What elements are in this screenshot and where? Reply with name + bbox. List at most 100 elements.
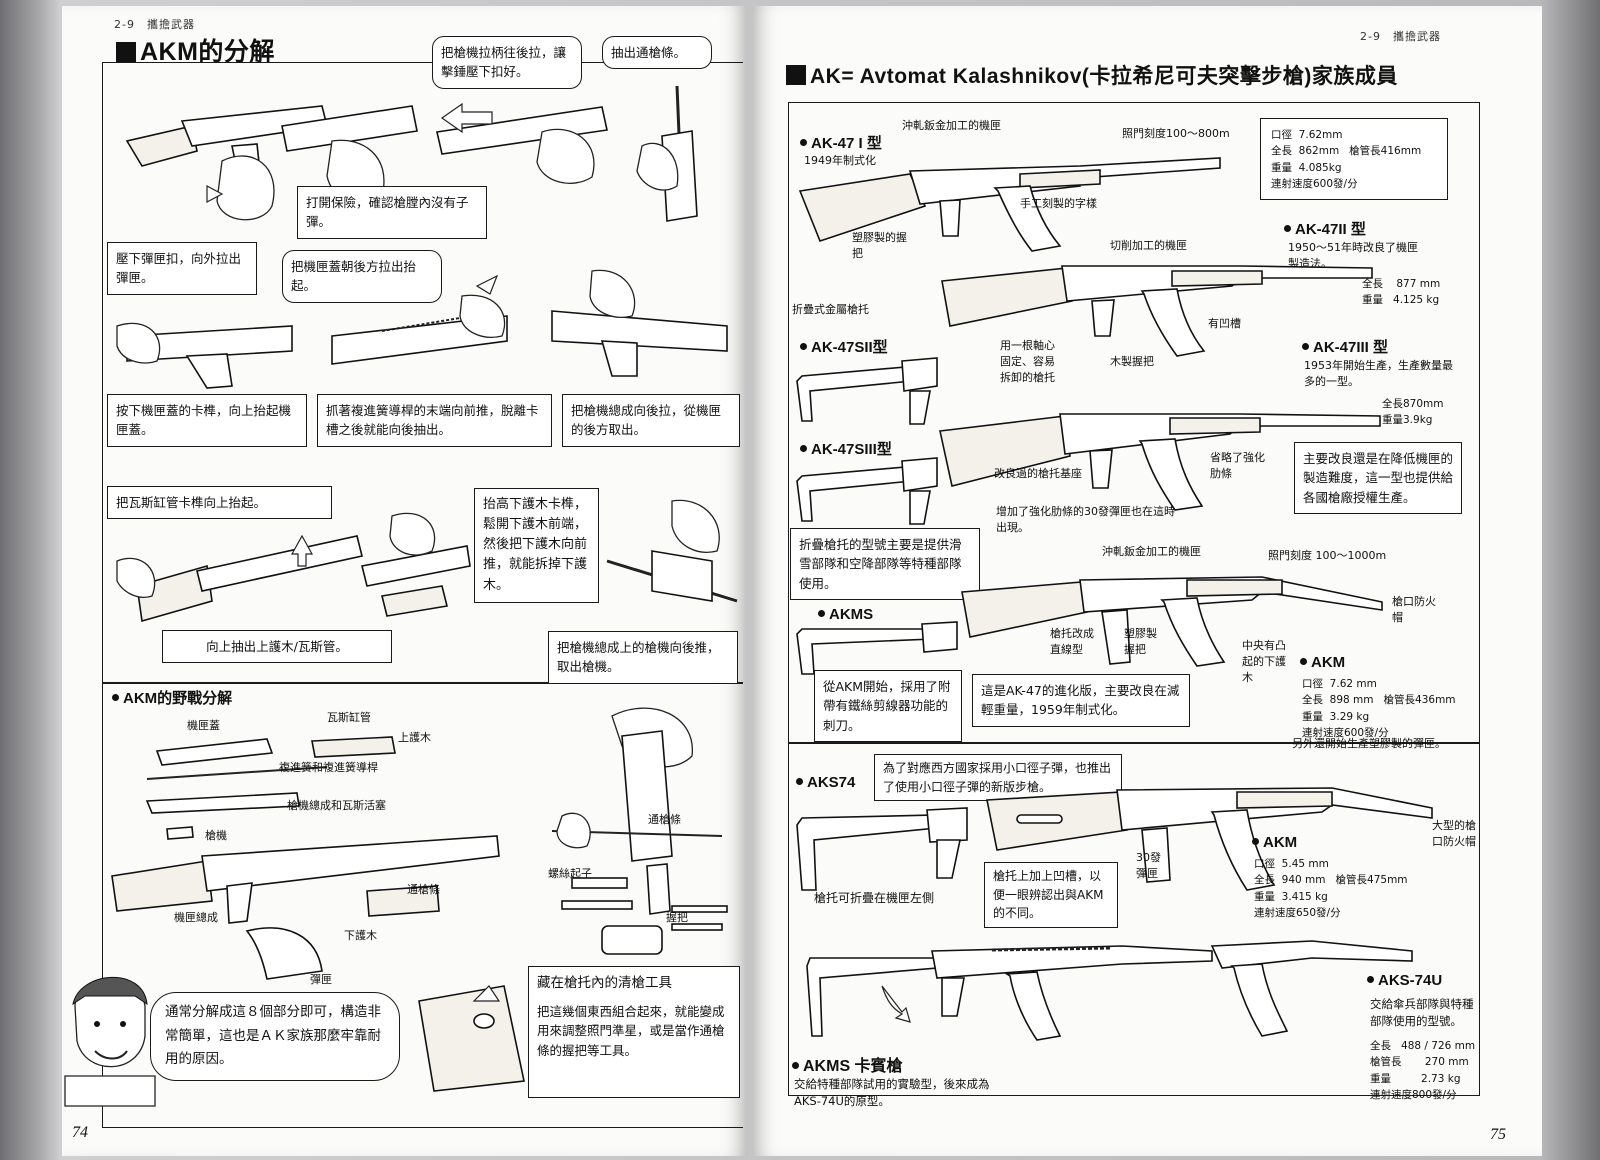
akm-762-name: AKM	[1300, 654, 1345, 671]
part-label-magazine: 彈匣	[310, 973, 332, 986]
illus-field-strip-parts	[111, 736, 500, 980]
akm-545-spec: 口徑 5.45 mm 全長 940 mm 槍管長475mm 重量 3.415 k…	[1254, 858, 1408, 919]
cleaning-kit-title: 藏在槍托內的清槍工具	[537, 975, 672, 991]
bullet-icon	[1367, 976, 1374, 983]
illus-bolt-carrier	[551, 269, 728, 377]
illus-akms-stock	[796, 621, 958, 675]
akms-bayonet-box: 從AKM開始，採用了附帶有鐵絲剪線器功能的刺刀。	[814, 670, 962, 743]
ak47-3-ann-magazine: 增加了強化肋條的30發彈匣也在這時出現。	[996, 505, 1175, 534]
aks74u-desc: 交給傘兵部隊與特種部隊使用的型號。	[1370, 997, 1474, 1028]
illus-ak47s2	[796, 357, 938, 425]
illus-cleaning-rod	[636, 85, 698, 222]
title-square-icon	[786, 65, 806, 85]
step-lift-dust-cover: 把機匣蓋朝後方拉出抬起。	[282, 250, 442, 303]
left-page-title: AKM的分解	[116, 32, 275, 68]
aks74u-spec: 全長 488 / 726 mm 槍管長 270 mm 重量 2.73 kg 連射…	[1370, 1040, 1476, 1101]
part-label-cleaning-rod: 通槍條	[407, 883, 440, 896]
folding-stock-note: 折疊槍托的型號主要是提供滑雪部隊和空降部隊等特種部隊使用。	[790, 528, 980, 601]
ak47-1-ann-receiver: 沖軋鈑金加工的機匣	[902, 119, 1001, 132]
ak47-3-name: AK-47III 型	[1302, 336, 1388, 357]
left-page-number: 74	[72, 1124, 88, 1141]
step-lower-handguard: 抬高下護木卡榫，鬆開下護木前端，然後把下護木向前推，就能拆掉下護木。	[474, 488, 599, 603]
part-label-receiver: 機匣總成	[174, 911, 218, 924]
bullet-icon	[1302, 343, 1309, 350]
ak47-2-spec: 全長 877 mm 重量 4.125 kg	[1362, 278, 1441, 307]
akms-evolution-box: 這是AK-47的進化版，主要改良在減輕重量，1959年制式化。	[972, 674, 1190, 727]
illus-ak47s3	[796, 457, 938, 525]
step-remove-cleaning-rod: 抽出通槍條。	[602, 36, 712, 70]
part-label-upper-handguard: 上護木	[398, 731, 431, 744]
bullet-icon	[800, 343, 807, 350]
illus-dust-cover	[116, 322, 293, 389]
akms-carbine-desc: 交給特種部隊試用的實驗型，後來成為AKS-74U的原型。	[794, 1077, 990, 1108]
ak47-2-ann-wood-grip: 木製握把	[1110, 355, 1154, 368]
tool-label-rod: 通槍條	[648, 813, 681, 826]
soldier-illustration	[64, 976, 156, 1107]
bullet-icon	[818, 610, 825, 617]
tool-label-handle: 握把	[666, 911, 688, 924]
bullet-icon	[112, 694, 119, 701]
illus-ak47-3	[939, 413, 1381, 511]
ak47-3-ann-no-rib: 省略了強化肋條	[1210, 451, 1265, 480]
akms-ann-muzzle: 槍口防火帽	[1392, 595, 1436, 624]
akms-carbine-name: AKMS 卡賓槍	[792, 1052, 903, 1076]
bullet-icon	[792, 1062, 799, 1069]
part-label-lower-handguard: 下護木	[344, 929, 377, 942]
akm-762-note: 另外還開始生產塑膠製的彈匣。	[1292, 737, 1446, 750]
ak47-3-spec: 全長870mm 重量3.9kg	[1382, 398, 1444, 427]
akms-ann-stock: 槍托改成直線型	[1050, 627, 1094, 656]
step-recoil-spring: 抓著複進簧導桿的末端向前推，脫離卡槽之後就能向後抽出。	[317, 394, 552, 447]
bullet-icon	[1252, 838, 1259, 845]
akms-ann-handguard: 中央有凸起的下護木	[1242, 639, 1286, 684]
step-gas-tube-latch: 把瓦斯缸管卡榫向上抬起。	[107, 486, 332, 520]
aks74-groove-box: 槍托上加上凹槽，以便一眼辨認出與AKM的不同。	[984, 862, 1118, 928]
akms-name-text: AKMS	[829, 606, 874, 623]
part-label-gas-tube: 瓦斯缸管	[327, 711, 371, 724]
akm-762-spec: 口徑 7.62 mm 全長 898 mm 槍管長436mm 重量 3.29 kg…	[1302, 678, 1456, 739]
akms-ann-sight: 照門刻度 100～1000m	[1268, 549, 1387, 562]
ak47-3-ann-stock-base: 改良過的槍托基座	[994, 467, 1082, 480]
right-page-number: 75	[1490, 1126, 1506, 1143]
ak47s2-name: AK-47SII型	[800, 336, 888, 357]
ak47-3-desc: 1953年開始生產，生產數量最多的一型。	[1304, 359, 1453, 388]
ak47-2-ann-receiver: 切削加工的機匣	[1110, 239, 1187, 252]
ak47-1-name-text: AK-47 I 型	[811, 135, 882, 152]
bullet-icon	[1300, 658, 1307, 665]
aks74u-name-text: AKS-74U	[1378, 972, 1443, 989]
illus-ak47-2	[941, 265, 1373, 357]
part-label-receiver-cover: 機匣蓋	[187, 719, 220, 732]
akm-762-name-text: AKM	[1311, 654, 1346, 671]
illus-aks74u	[806, 940, 1413, 1041]
part-label-bolt-carrier: 槍機總成和瓦斯活塞	[287, 799, 386, 812]
aks74-ann-muzzle: 大型的槍口防火帽	[1432, 819, 1476, 848]
ak47-2-ann-stock-pin: 用一根軸心固定、容易拆卸的槍托	[1000, 339, 1055, 384]
ak47-1-ann-sight: 照門刻度100～800m	[1122, 127, 1230, 140]
ak47-3-name-text: AK-47III 型	[1313, 339, 1389, 356]
akm-545-name-text: AKM	[1263, 834, 1298, 851]
aks74-ann-folding: 槍托可折疊在機匣左側	[814, 891, 935, 905]
step-bolt-carrier: 把槍機總成向後拉，從機匣的後方取出。	[562, 394, 740, 447]
disassembly-frame	[102, 62, 743, 684]
field-strip-heading-text: AKM的野戰分解	[123, 690, 233, 707]
illus-upper-handguard	[361, 512, 471, 617]
soldier-speech-bubble: 通常分解成這８個部分即可，構造非常簡單，這也是ＡＫ家族那麼牢靠耐用的原因。	[150, 992, 400, 1081]
bullet-icon	[1284, 225, 1291, 232]
illus-cleaning-tools	[551, 707, 728, 955]
ak47-1-year: 1949年制式化	[804, 154, 876, 167]
left-page-header: 2-9 攜擔武器	[114, 18, 195, 31]
akms-carbine-name-text: AKMS 卡賓槍	[803, 1058, 903, 1075]
aks74-box: 為了對應西方國家採用小口徑子彈，也推出了使用小口徑子彈的新版步槍。	[874, 754, 1122, 802]
cleaning-kit-box: 藏在槍托內的清槍工具 把這幾個東西組合起來，就能變成用來調整照門準星，或是當作通…	[528, 966, 740, 1098]
step-dust-cover-latch: 按下機匣蓋的卡榫，向上抬起機匣蓋。	[107, 394, 307, 447]
bullet-icon	[800, 445, 807, 452]
step-open-safety: 打開保險，確認槍膛內沒有子彈。	[297, 186, 487, 239]
title-square-icon	[116, 42, 136, 62]
step-pull-charging-handle: 把槍機拉柄往後拉，讓擊錘壓下扣好。	[432, 36, 582, 89]
akm-545-name: AKM	[1252, 834, 1297, 851]
aks74u-name: AKS-74U	[1367, 972, 1442, 989]
ak47s3-name-text: AK-47SIII型	[811, 441, 892, 458]
aks74-family-frame	[788, 742, 1480, 1096]
ak47-2-name-text: AK-47II 型	[1295, 221, 1366, 238]
cleaning-kit-text: 把這幾個東西組合起來，就能變成用來調整照門準星，或是當作通槍條的握把等工具。	[537, 1003, 725, 1058]
